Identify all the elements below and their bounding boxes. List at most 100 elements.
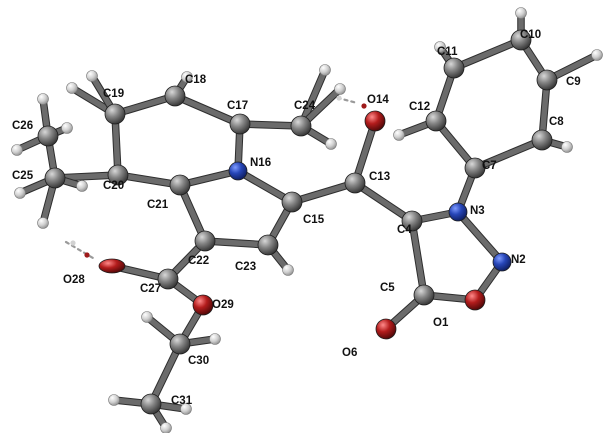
atom-label-c5: C5 bbox=[380, 282, 395, 294]
atom-o28 bbox=[98, 258, 126, 274]
hydrogen-bond bbox=[329, 94, 359, 105]
hydrogen-atom bbox=[591, 49, 603, 61]
atom-o29 bbox=[192, 294, 214, 316]
atom-label-o6: O6 bbox=[342, 347, 357, 359]
atom-label-c26: C26 bbox=[12, 120, 33, 132]
atom-label-o28: O28 bbox=[63, 274, 85, 286]
atom-c10 bbox=[510, 29, 532, 51]
hydrogen-bond bbox=[64, 240, 95, 260]
hydrogen-atom bbox=[319, 64, 331, 76]
atom-label-c10: C10 bbox=[520, 29, 541, 41]
atom-label-c22: C22 bbox=[188, 255, 209, 267]
atom-c9 bbox=[536, 69, 558, 91]
atom-label-c24: C24 bbox=[294, 100, 316, 112]
atom-n16 bbox=[228, 161, 248, 181]
bond-c22-c23 bbox=[202, 238, 271, 248]
atom-c19 bbox=[104, 103, 126, 125]
atom-label-n2: N2 bbox=[511, 254, 526, 266]
atom-label-n16: N16 bbox=[250, 157, 271, 169]
atom-n2 bbox=[492, 252, 512, 272]
atom-layer bbox=[37, 29, 558, 415]
hydrogen-atom bbox=[325, 138, 337, 150]
atom-label-c9: C9 bbox=[566, 76, 581, 88]
bond-c18-c19 bbox=[112, 93, 178, 117]
atom-label-n3: N3 bbox=[470, 205, 485, 217]
hydrogen-atom bbox=[14, 187, 26, 199]
atom-label-c17: C17 bbox=[227, 100, 248, 112]
atom-o6 bbox=[375, 318, 397, 340]
hydrogen-atom bbox=[61, 122, 73, 134]
hydrogen-atom bbox=[209, 333, 221, 345]
atom-n3 bbox=[448, 202, 468, 222]
atom-c4 bbox=[401, 210, 423, 232]
bond-c7-c8 bbox=[472, 137, 545, 171]
atom-c12 bbox=[425, 110, 447, 132]
atom-label-c7: C7 bbox=[482, 160, 497, 172]
hydrogen-atom bbox=[334, 83, 346, 95]
atom-label-c8: C8 bbox=[549, 116, 564, 128]
atom-label-c30: C30 bbox=[188, 355, 209, 367]
hydrogen-atom bbox=[180, 403, 192, 415]
atom-c13 bbox=[344, 172, 366, 194]
hydrogen-atom bbox=[37, 217, 49, 229]
hydrogen-bond-marker bbox=[336, 95, 342, 101]
bond-c4-c5 bbox=[409, 218, 427, 298]
hydrogen-atom bbox=[434, 41, 446, 53]
bond-c13-o14 bbox=[352, 118, 378, 186]
hydrogen-bond-layer bbox=[64, 94, 359, 260]
atom-c21 bbox=[169, 174, 191, 196]
hydrogen-atom bbox=[160, 422, 172, 433]
atom-label-c13: C13 bbox=[369, 171, 390, 183]
atom-c27 bbox=[157, 268, 179, 290]
atom-label-c4: C4 bbox=[397, 224, 412, 236]
hydrogen-atom bbox=[76, 180, 88, 192]
atom-c24 bbox=[290, 115, 312, 137]
hydrogen-atom bbox=[108, 394, 120, 406]
hydrogen-atom bbox=[515, 7, 527, 19]
atom-c17 bbox=[229, 113, 251, 135]
atom-label-c12: C12 bbox=[409, 101, 430, 113]
atom-c5 bbox=[413, 284, 435, 306]
atom-o14 bbox=[364, 110, 386, 132]
bond-c10-c11 bbox=[451, 37, 524, 71]
hydrogen-atom bbox=[561, 141, 573, 153]
atom-label-c25: C25 bbox=[12, 170, 34, 182]
atom-o1 bbox=[464, 289, 486, 311]
atom-c31 bbox=[140, 393, 162, 415]
atom-label-c21: C21 bbox=[147, 199, 169, 211]
atom-c7 bbox=[464, 157, 486, 179]
atom-label-layer: O1 N2 N3 C4 C5 O6 C7 C8 C9 C10 C11 C12 C… bbox=[12, 29, 581, 407]
atom-c30 bbox=[169, 333, 191, 355]
bond-c13-c15 bbox=[289, 180, 358, 205]
atom-label-o14: O14 bbox=[367, 94, 389, 106]
bond-c4-c13 bbox=[352, 180, 415, 224]
atom-c26 bbox=[37, 125, 59, 147]
hydrogen-bond-marker bbox=[361, 103, 367, 109]
atom-c20 bbox=[107, 164, 129, 186]
hydrogen-atom bbox=[282, 264, 294, 276]
atom-c8 bbox=[531, 129, 553, 151]
bond-c17-c18 bbox=[172, 93, 243, 127]
hydrogen-bond-marker bbox=[70, 240, 76, 246]
hydrogen-atom bbox=[181, 71, 193, 83]
atom-label-c20: C20 bbox=[103, 180, 124, 192]
hydrogen-atom bbox=[66, 82, 78, 94]
atom-label-c31: C31 bbox=[171, 395, 193, 407]
hydrogen-atom-layer bbox=[11, 7, 603, 433]
atom-label-c15: C15 bbox=[303, 214, 325, 226]
atom-c11 bbox=[443, 57, 465, 79]
atom-label-c11: C11 bbox=[437, 46, 458, 58]
atom-label-o1: O1 bbox=[433, 317, 449, 329]
atom-c22 bbox=[194, 230, 216, 252]
bond-n2-n3 bbox=[455, 209, 505, 265]
bond-c20-c21 bbox=[115, 172, 183, 188]
hydrogen-atom bbox=[37, 93, 49, 105]
atom-c25 bbox=[44, 167, 66, 189]
hydrogen-atom bbox=[393, 129, 405, 141]
hydrogen-atom bbox=[11, 144, 23, 156]
atom-label-c23: C23 bbox=[235, 261, 256, 273]
atom-label-c18: C18 bbox=[185, 74, 207, 86]
atom-c15 bbox=[281, 191, 303, 213]
atom-c23 bbox=[257, 234, 279, 256]
